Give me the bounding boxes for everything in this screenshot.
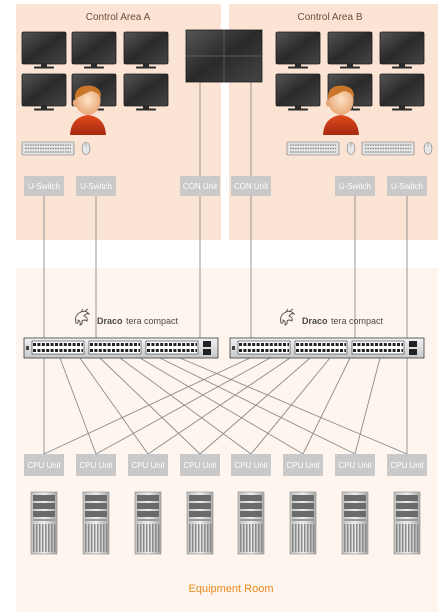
server-icon bbox=[134, 491, 162, 555]
cpu-unit-label: CPU Unit bbox=[131, 461, 165, 470]
cpu-unit-label: CPU Unit bbox=[79, 461, 113, 470]
unit-label: CON Unit bbox=[234, 182, 269, 191]
cpu-unit-label: CPU Unit bbox=[183, 461, 217, 470]
monitor-icon bbox=[21, 73, 67, 111]
unit-label: CON Unit bbox=[183, 182, 218, 191]
keyboard-icon bbox=[361, 141, 415, 156]
cpu-unit-box bbox=[335, 454, 375, 476]
mouse-icon bbox=[423, 142, 433, 155]
monitor-icon bbox=[71, 31, 117, 69]
network-switch-icon bbox=[228, 336, 426, 360]
unit-label: U-Switch bbox=[80, 182, 112, 191]
equipment-room-bg bbox=[16, 268, 438, 612]
monitor-icon bbox=[123, 73, 169, 111]
server-icon bbox=[30, 491, 58, 555]
server-icon bbox=[186, 491, 214, 555]
connection-lines bbox=[43, 80, 408, 455]
equipment-room-label: Equipment Room bbox=[189, 583, 274, 595]
server-icon bbox=[393, 491, 421, 555]
keyboard-icon bbox=[286, 141, 340, 156]
switch-b-brand: Draco tera compact bbox=[280, 308, 384, 326]
cpu-unit-box bbox=[387, 454, 427, 476]
cpu-units: CPU Unit CPU Unit CPU Unit CPU Unit CPU … bbox=[24, 454, 427, 476]
upper-units: U-Switch U-Switch CON Unit CON Unit U-Sw… bbox=[24, 176, 427, 196]
control-area-a-label: Control Area A bbox=[86, 12, 151, 23]
brand-light: tera compact bbox=[331, 316, 384, 326]
server-icon bbox=[289, 491, 317, 555]
monitor-icon bbox=[379, 31, 425, 69]
cpu-unit-box bbox=[76, 454, 116, 476]
con-unit-box bbox=[180, 176, 220, 196]
cpu-unit-box bbox=[180, 454, 220, 476]
u-switch-box bbox=[24, 176, 64, 196]
cpu-unit-box bbox=[283, 454, 323, 476]
monitor-icon bbox=[21, 31, 67, 69]
u-switch-box bbox=[76, 176, 116, 196]
monitor-icon bbox=[327, 31, 373, 69]
u-switch-box bbox=[387, 176, 427, 196]
monitor-icon bbox=[379, 73, 425, 111]
network-switch-icon bbox=[22, 336, 220, 360]
cpu-unit-label: CPU Unit bbox=[286, 461, 320, 470]
cpu-unit-label: CPU Unit bbox=[390, 461, 424, 470]
monitor-icon bbox=[123, 31, 169, 69]
unit-label: U-Switch bbox=[339, 182, 371, 191]
server-icon bbox=[82, 491, 110, 555]
video-wall-icon bbox=[185, 29, 263, 83]
brand-bold: Draco bbox=[302, 316, 328, 326]
monitor-icon bbox=[275, 73, 321, 111]
server-icon bbox=[237, 491, 265, 555]
cpu-unit-label: CPU Unit bbox=[338, 461, 372, 470]
control-area-b-label: Control Area B bbox=[297, 12, 362, 23]
unit-label: U-Switch bbox=[391, 182, 423, 191]
cpu-unit-label: CPU Unit bbox=[234, 461, 268, 470]
brand-bold: Draco bbox=[97, 316, 123, 326]
cpu-unit-box bbox=[231, 454, 271, 476]
mouse-icon bbox=[81, 142, 91, 155]
con-unit-box bbox=[231, 176, 271, 196]
unit-label: U-Switch bbox=[28, 182, 60, 191]
u-switch-box bbox=[335, 176, 375, 196]
monitor-icon bbox=[275, 31, 321, 69]
server-icon bbox=[341, 491, 369, 555]
cpu-unit-label: CPU Unit bbox=[27, 461, 61, 470]
switch-a-brand: Draco tera compact bbox=[75, 308, 179, 326]
brand-light: tera compact bbox=[126, 316, 179, 326]
mouse-icon bbox=[346, 142, 356, 155]
keyboard-icon bbox=[21, 141, 75, 156]
cpu-unit-box bbox=[128, 454, 168, 476]
cpu-unit-box bbox=[24, 454, 64, 476]
